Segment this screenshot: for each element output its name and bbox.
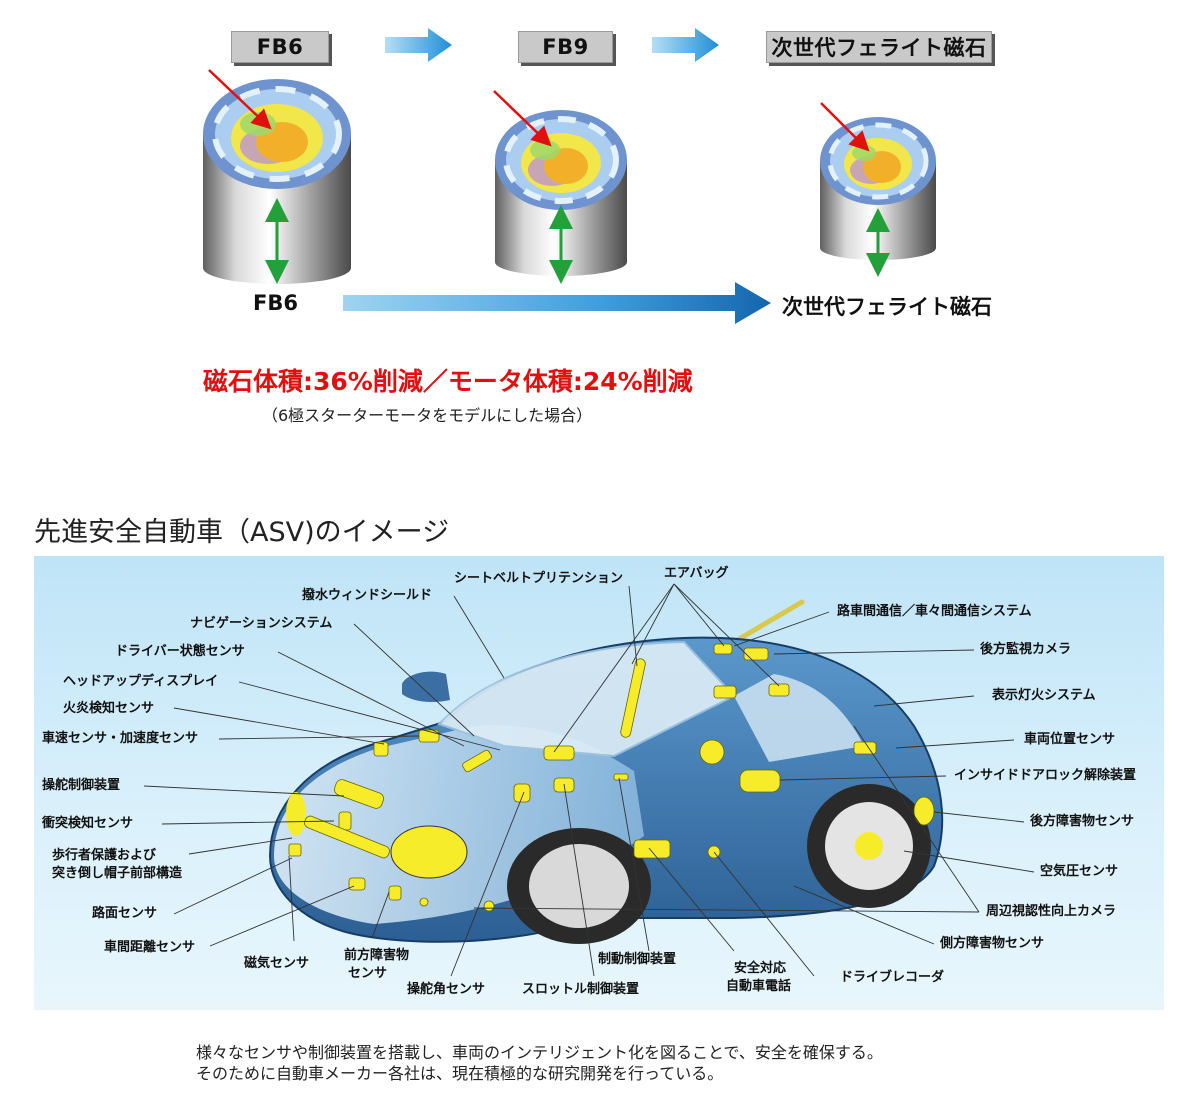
label-airbag: エアバッグ <box>664 566 729 581</box>
tag-fb6: FB6 <box>231 31 329 63</box>
long-arrow-icon <box>343 282 771 324</box>
label-steering-control: 操舵制御装置 <box>42 778 121 793</box>
label-brake-control: 制動制御装置 <box>598 952 677 967</box>
label-throttle-control: スロットル制御装置 <box>522 982 640 997</box>
asv-caption-line-1: 様々なセンサや制御装置を搭載し、車両のインテリジェント化を図ることで、安全を確保… <box>196 1043 883 1062</box>
label-peripheral-camera: 周辺視認性向上カメラ <box>986 904 1117 919</box>
label-vehicle-position-sensor: 車両位置センサ <box>1024 732 1116 747</box>
label-seatbelt-pretensioner: シートベルトプリテンション <box>454 571 624 586</box>
label-lamp-system: 表示灯火システム <box>992 688 1096 703</box>
label-safety-phone-1: 安全対応 <box>734 961 787 976</box>
label-drive-recorder: ドライブレコーダ <box>840 970 945 985</box>
label-fb6-bottom: FB6 <box>253 291 298 315</box>
magnet-cylinder-fb9 <box>493 90 627 284</box>
label-driver-state-sensor: ドライバー状態センサ <box>115 644 245 659</box>
label-inside-door-lock-release: インサイドドアロック解除装置 <box>954 768 1137 783</box>
label-road-vehicle-communication: 路車間通信／車々間通信システム <box>837 604 1032 619</box>
magnet-cylinder-fb6 <box>203 69 351 284</box>
label-pedestrian-protection-1: 歩行者保護および <box>52 848 157 863</box>
label-distance-sensor: 車間距離センサ <box>104 940 196 955</box>
label-head-up-display: ヘッドアップディスプレイ <box>63 674 219 689</box>
label-fire-sensor: 火炎検知センサ <box>63 701 155 716</box>
label-next-gen-bottom: 次世代フェライト磁石 <box>782 295 992 319</box>
label-road-sensor: 路面センサ <box>92 906 158 921</box>
reduction-headline: 磁石体積:36%削減／モータ体積:24%削減 <box>203 367 693 396</box>
label-rear-obstacle-sensor: 後方障害物センサ <box>1030 814 1135 829</box>
label-water-repellent-windshield: 撥水ウィンドシールド <box>302 588 433 603</box>
label-rear-camera: 後方監視カメラ <box>980 642 1072 657</box>
label-magnetic-sensor: 磁気センサ <box>244 956 310 971</box>
magnet-cylinder-next-gen <box>820 102 936 277</box>
asv-illustration-panel: シートベルトプリテンション エアバッグ 撥水ウィンドシールド ナビゲーションシス… <box>34 556 1164 1010</box>
model-note: （6極スターターモータをモデルにした場合） <box>262 406 593 425</box>
label-pedestrian-protection-2: 突き倒し帽子前部構造 <box>52 866 183 881</box>
label-safety-phone-2: 自動車電話 <box>726 979 792 994</box>
tag-fb9: FB9 <box>518 31 613 63</box>
asv-caption-line-2: そのために自動車メーカー各社は、現在積極的な研究開発を行っている。 <box>196 1064 724 1083</box>
arrow-right-icon <box>652 28 719 62</box>
asv-title: 先進安全自動車（ASV)のイメージ <box>34 517 450 548</box>
arrow-right-icon <box>385 28 452 62</box>
label-collision-sensor: 衝突検知センサ <box>42 816 134 831</box>
label-speed-sensor: 車速センサ・加速度センサ <box>42 731 199 746</box>
label-side-obstacle-sensor: 側方障害物センサ <box>940 936 1045 951</box>
label-front-obstacle-1: 前方障害物 <box>344 948 410 963</box>
magnet-diagram <box>203 28 936 324</box>
tag-next-gen-ferrite: 次世代フェライト磁石 <box>766 31 992 63</box>
asv-car-illustration <box>143 583 1035 977</box>
label-navigation-system: ナビゲーションシステム <box>190 616 333 631</box>
label-front-obstacle-2: センサ <box>348 966 388 981</box>
label-tire-pressure-sensor: 空気圧センサ <box>1040 864 1119 879</box>
label-steering-angle: 操舵角センサ <box>407 982 486 997</box>
